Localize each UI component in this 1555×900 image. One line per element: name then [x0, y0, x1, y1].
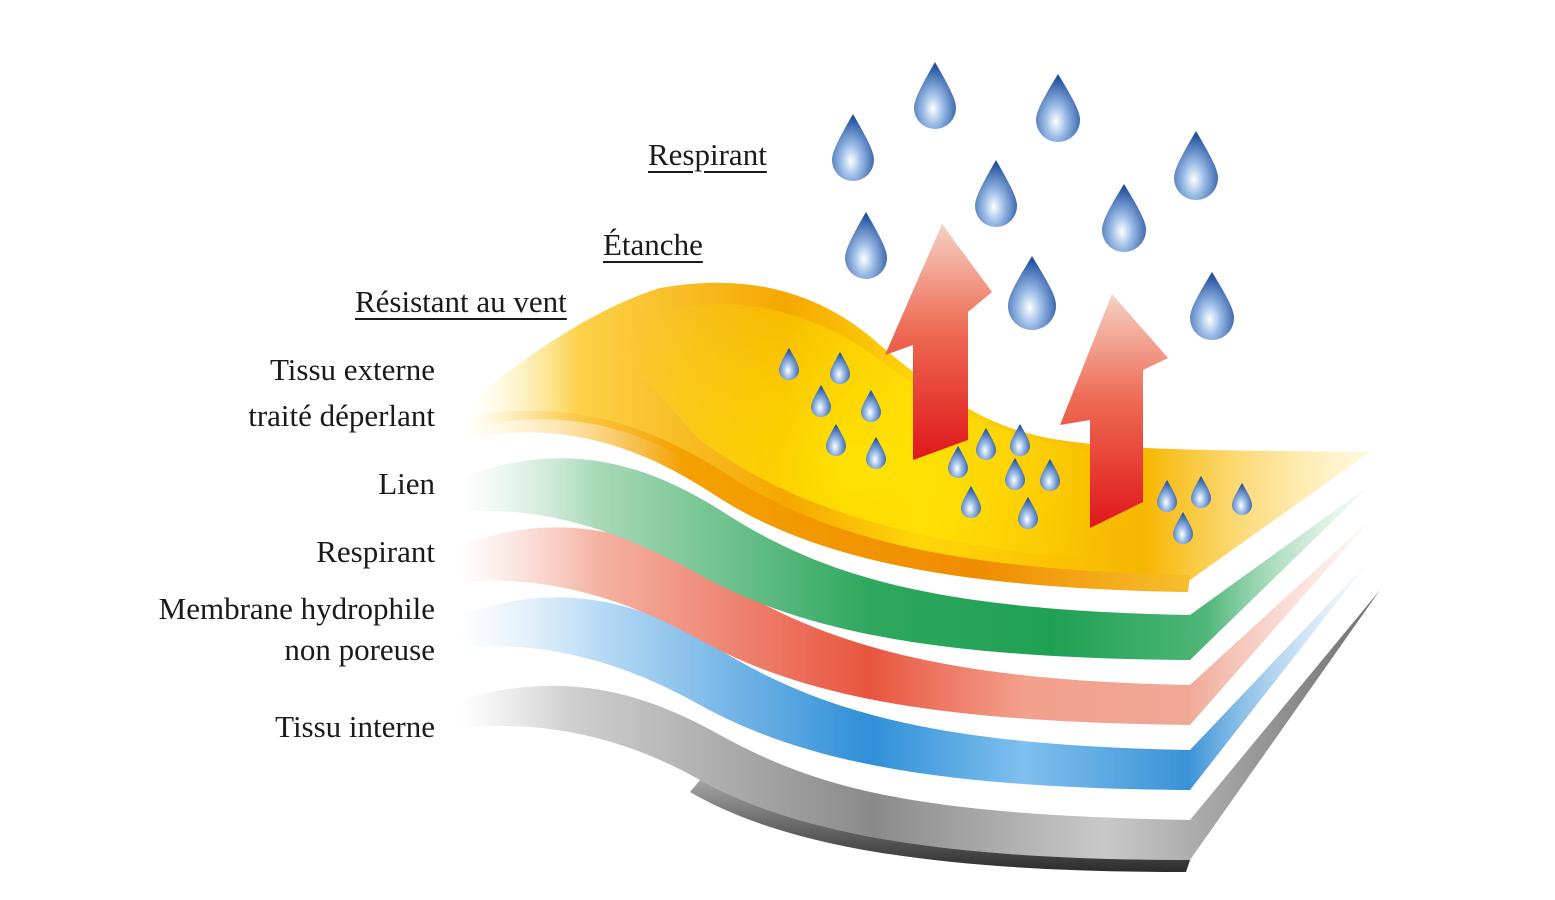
drop-icon	[1036, 74, 1080, 142]
small-drop-icon	[1018, 497, 1038, 529]
small-drop-icon	[779, 348, 799, 380]
small-drop-icon	[1232, 483, 1252, 515]
small-drop-icon	[866, 437, 886, 469]
small-drop-icon	[861, 390, 881, 422]
layer-outer-fabric-edge	[460, 410, 1190, 592]
drop-icon	[1008, 256, 1056, 330]
layer-membrane	[460, 560, 1370, 790]
layer-label-membrane-line2: non poreuse	[284, 632, 435, 667]
layer-bond	[460, 458, 1370, 660]
layer-inner-fabric-edge	[690, 780, 1190, 872]
small-drop-icon	[1173, 512, 1193, 544]
drop-icon	[914, 62, 956, 129]
beading-drops	[779, 348, 1252, 544]
small-drop-icon	[1005, 458, 1025, 490]
benefit-label-windproof: Résistant au vent	[355, 284, 567, 319]
layer-breathable	[460, 520, 1370, 725]
drop-icon	[1174, 131, 1218, 200]
small-drop-icon	[1010, 424, 1030, 456]
layer-label-breathable: Respirant	[316, 534, 435, 569]
layer-label-outer-line2: traité déperlant	[248, 398, 435, 433]
drop-icon	[845, 212, 887, 279]
layer-label-inner: Tissu interne	[275, 709, 435, 744]
small-drop-icon	[811, 385, 831, 417]
small-drop-icon	[948, 446, 968, 478]
vapour-arrow-left	[885, 224, 992, 460]
small-drop-icon	[1191, 476, 1211, 508]
small-drop-icon	[826, 424, 846, 456]
small-drop-icon	[830, 352, 850, 384]
small-drop-icon	[976, 428, 996, 460]
small-drop-icon	[1157, 480, 1177, 512]
drop-icon	[975, 160, 1017, 227]
drop-icon	[1102, 184, 1146, 252]
layer-label-bond: Lien	[378, 466, 435, 501]
benefit-label-waterproof: Étanche	[603, 227, 703, 262]
layer-outer-fabric-glow	[600, 303, 1150, 560]
vapour-arrow-right	[1060, 294, 1168, 528]
benefit-label-breathable: Respirant	[648, 137, 767, 172]
drop-icon	[832, 114, 874, 181]
layer-inner-fabric	[460, 590, 1380, 860]
drop-icon	[1190, 272, 1234, 340]
layer-label-outer-line1: Tissu externe	[269, 352, 435, 387]
small-drop-icon	[1040, 459, 1060, 491]
layer-label-membrane-line1: Membrane hydrophile	[158, 591, 435, 626]
small-drop-icon	[961, 486, 981, 518]
rain-drops	[832, 62, 1234, 340]
